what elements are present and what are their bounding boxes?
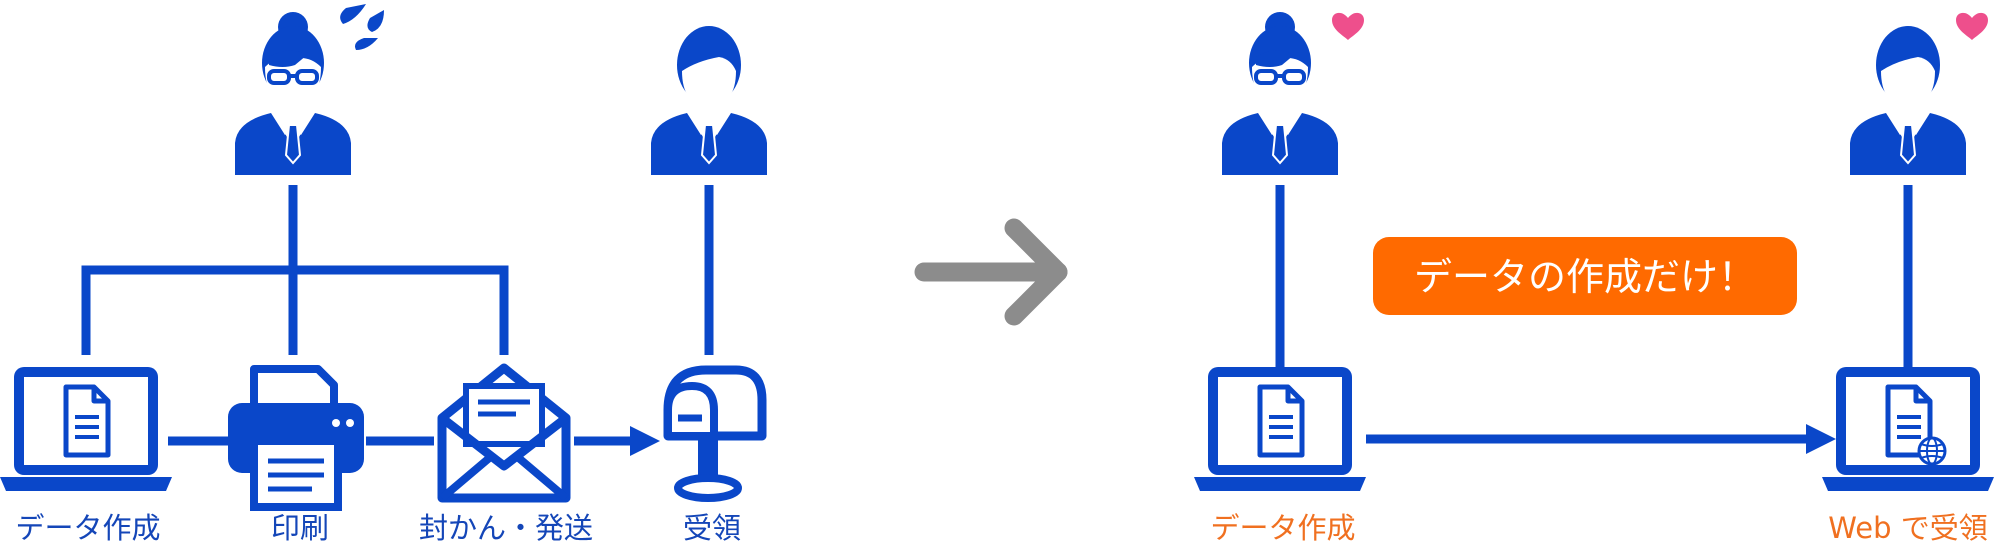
label-data-creation-after: データ作成 bbox=[1210, 511, 1355, 545]
after-connectors bbox=[1275, 185, 1913, 444]
right-arrow-icon bbox=[914, 218, 1068, 326]
laptop-web-document-icon bbox=[1822, 367, 1994, 491]
worker-with-glasses-icon bbox=[233, 10, 353, 177]
globe-icon bbox=[1917, 436, 1947, 466]
heart-icon bbox=[1332, 12, 1364, 40]
envelope-icon bbox=[437, 363, 571, 503]
laptop-document-icon bbox=[1194, 367, 1366, 491]
label-sealing-sending: 封かん・発送 bbox=[419, 511, 593, 545]
before-section: データ作成 印刷 封かん・発送 受領 bbox=[0, 4, 768, 545]
label-printing: 印刷 bbox=[271, 511, 329, 545]
recipient-person-icon bbox=[650, 25, 768, 176]
arrow-head-icon bbox=[630, 426, 660, 456]
highlight-badge bbox=[1373, 237, 1797, 315]
laptop-document-icon bbox=[0, 367, 172, 491]
label-receiving: 受領 bbox=[683, 511, 741, 545]
before-connectors bbox=[81, 185, 714, 446]
arrow-head-icon bbox=[1806, 424, 1836, 454]
sweat-drops-icon bbox=[340, 4, 384, 50]
mailbox-icon bbox=[663, 365, 767, 502]
heart-icon bbox=[1956, 12, 1988, 40]
label-data-creation: データ作成 bbox=[15, 511, 160, 545]
label-web-receiving: Web で受領 bbox=[1828, 511, 1987, 545]
after-section: データの作成だけ！ データ作成 Web で受領 bbox=[1194, 10, 1994, 545]
badge-text: データの作成だけ！ bbox=[1414, 255, 1756, 299]
worker-with-glasses-icon bbox=[1220, 10, 1340, 177]
recipient-person-icon bbox=[1849, 25, 1967, 176]
printer-icon bbox=[228, 365, 364, 511]
